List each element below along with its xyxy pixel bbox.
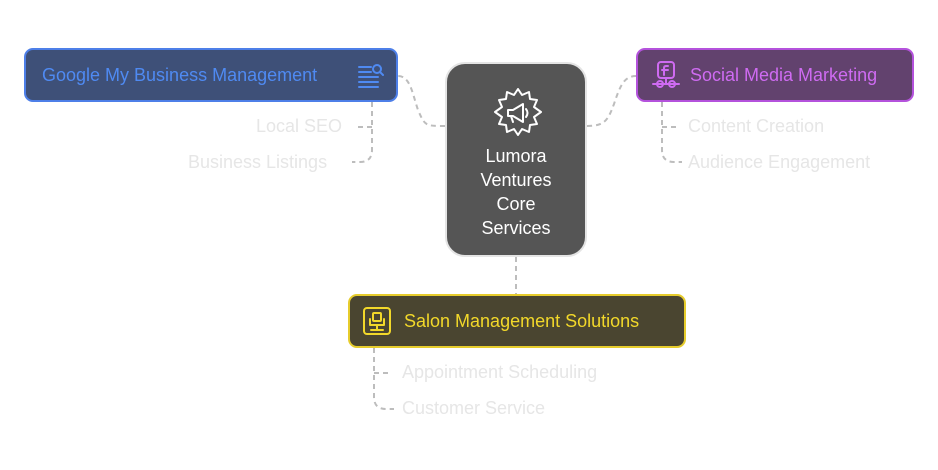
branch-salon[interactable]: Salon Management Solutions xyxy=(348,294,686,348)
connector-center-gmb xyxy=(397,75,446,127)
branch-gmb-label: Google My Business Management xyxy=(42,64,318,85)
facebook-network-icon xyxy=(652,61,680,88)
branch-salon-label: Salon Management Solutions xyxy=(404,310,640,331)
connector-center-smm xyxy=(586,75,637,127)
center-title: Lumora Ventures Core Services xyxy=(480,146,552,238)
branch-smm-label: Social Media Marketing xyxy=(690,64,878,85)
connector-salon-items xyxy=(373,348,394,410)
salon-item-appointment-scheduling: Appointment Scheduling xyxy=(402,362,598,382)
salon-item-customer-service: Customer Service xyxy=(402,398,546,418)
megaphone-gear-icon xyxy=(494,88,542,136)
branch-smm[interactable]: Social Media Marketing xyxy=(636,48,914,102)
salon-chair-icon xyxy=(363,307,391,335)
smm-item-audience-engagement: Audience Engagement xyxy=(688,152,871,172)
connector-gmb-items xyxy=(352,102,373,163)
gmb-item-local-seo: Local SEO xyxy=(256,116,343,136)
connector-smm-items xyxy=(661,102,682,163)
gmb-item-business-listings: Business Listings xyxy=(188,152,328,172)
list-search-icon xyxy=(358,64,384,88)
center-node: Lumora Ventures Core Services xyxy=(445,62,587,257)
branch-gmb[interactable]: Google My Business Management xyxy=(24,48,398,102)
smm-item-content-creation: Content Creation xyxy=(688,116,825,136)
